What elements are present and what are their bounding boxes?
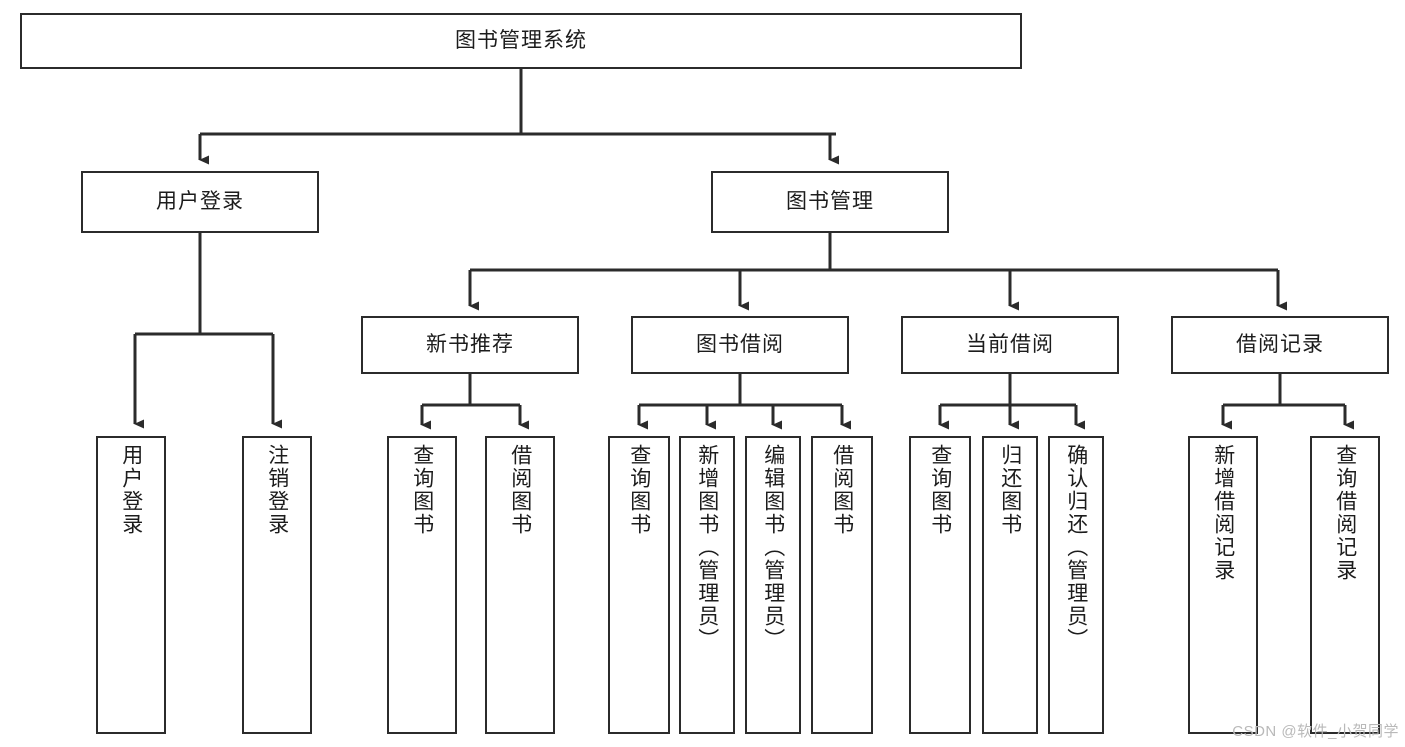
leaf-add-book[interactable]: 新增图书（管理员） xyxy=(679,436,735,734)
leaf-return-book[interactable]: 归还图书 xyxy=(982,436,1038,734)
leaf-query-book-3[interactable]: 查询图书 xyxy=(909,436,971,734)
leaf-confirm-return[interactable]: 确认归还（管理员） xyxy=(1048,436,1104,734)
leaf-return-book-label: 归还图书 xyxy=(998,444,1022,536)
leaf-query-record-label: 查询借阅记录 xyxy=(1333,444,1357,582)
leaf-borrow-book-1[interactable]: 借阅图书 xyxy=(485,436,555,734)
leaf-edit-book[interactable]: 编辑图书（管理员） xyxy=(745,436,801,734)
leaf-user-logout-label: 注销登录 xyxy=(265,444,289,536)
leaf-query-book-1[interactable]: 查询图书 xyxy=(387,436,457,734)
node-user-login[interactable]: 用户登录 xyxy=(81,171,319,233)
node-current-borrow[interactable]: 当前借阅 xyxy=(901,316,1119,374)
leaf-add-record[interactable]: 新增借阅记录 xyxy=(1188,436,1258,734)
node-book-borrow-label: 图书借阅 xyxy=(696,333,784,357)
leaf-borrow-book-2-label: 借阅图书 xyxy=(830,444,854,536)
leaf-add-record-label: 新增借阅记录 xyxy=(1211,444,1235,582)
node-borrow-record[interactable]: 借阅记录 xyxy=(1171,316,1389,374)
leaf-query-book-2[interactable]: 查询图书 xyxy=(608,436,670,734)
leaf-query-book-3-label: 查询图书 xyxy=(928,444,952,536)
watermark: CSDN @软件_小贺同学 xyxy=(1232,723,1399,740)
node-book-borrow[interactable]: 图书借阅 xyxy=(631,316,849,374)
node-new-book-rec-label: 新书推荐 xyxy=(426,333,514,357)
leaf-user-logout[interactable]: 注销登录 xyxy=(242,436,312,734)
node-book-manage-label: 图书管理 xyxy=(786,190,874,214)
leaf-user-login-label: 用户登录 xyxy=(119,444,143,536)
leaf-query-book-1-label: 查询图书 xyxy=(410,444,434,536)
leaf-user-login[interactable]: 用户登录 xyxy=(96,436,166,734)
node-user-login-label: 用户登录 xyxy=(156,190,244,214)
node-new-book-rec[interactable]: 新书推荐 xyxy=(361,316,579,374)
leaf-confirm-return-label: 确认归还（管理员） xyxy=(1064,444,1088,651)
leaf-edit-book-label: 编辑图书（管理员） xyxy=(761,444,785,651)
node-current-borrow-label: 当前借阅 xyxy=(966,333,1054,357)
leaf-query-record[interactable]: 查询借阅记录 xyxy=(1310,436,1380,734)
node-borrow-record-label: 借阅记录 xyxy=(1236,333,1324,357)
leaf-add-book-label: 新增图书（管理员） xyxy=(695,444,719,651)
leaf-borrow-book-1-label: 借阅图书 xyxy=(508,444,532,536)
node-book-manage[interactable]: 图书管理 xyxy=(711,171,949,233)
leaf-borrow-book-2[interactable]: 借阅图书 xyxy=(811,436,873,734)
leaf-query-book-2-label: 查询图书 xyxy=(627,444,651,536)
node-root-label: 图书管理系统 xyxy=(455,29,587,53)
node-root[interactable]: 图书管理系统 xyxy=(20,13,1022,69)
